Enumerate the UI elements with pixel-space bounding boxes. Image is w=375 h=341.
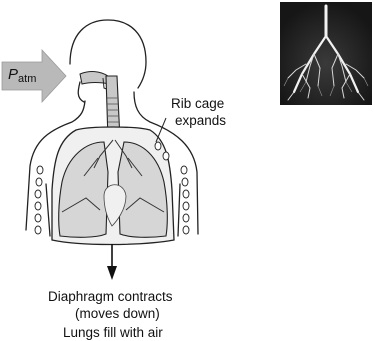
diaphragm-down-arrow xyxy=(107,244,117,280)
diaphragm-direction-label: (moves down) xyxy=(75,306,160,322)
bronchogram-image xyxy=(280,2,372,105)
rib-cage-label: Rib cage xyxy=(171,96,224,112)
atmospheric-pressure-label: Patm xyxy=(8,67,36,87)
rib-cage-expands-label: expands xyxy=(175,113,226,129)
rib-pointer-line xyxy=(156,118,166,142)
diaphragm-label: Diaphragm contracts xyxy=(48,289,173,305)
